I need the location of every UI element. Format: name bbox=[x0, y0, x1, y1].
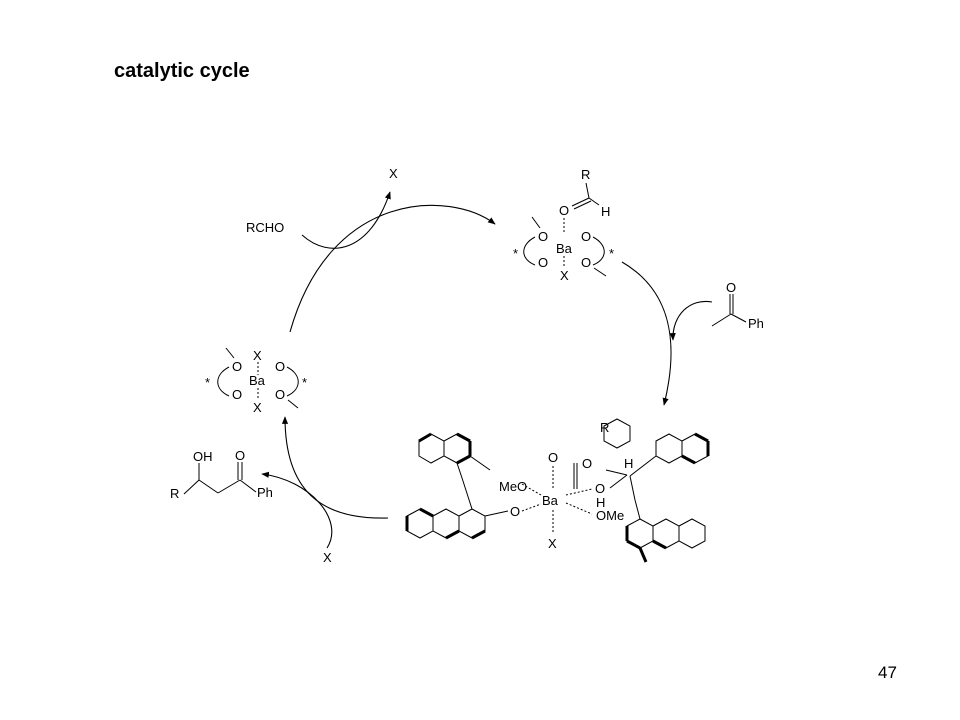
page-number: 47 bbox=[878, 663, 897, 682]
product-o: O bbox=[235, 448, 245, 463]
bottom-h-ald: H bbox=[624, 456, 633, 471]
top-o-tr: O bbox=[581, 229, 591, 244]
product-ph: Ph bbox=[257, 485, 273, 500]
slide-title: catalytic cycle bbox=[114, 60, 250, 82]
top-o-br: O bbox=[581, 255, 591, 270]
acetophenone: O Ph bbox=[711, 280, 764, 331]
naphthalene-lower-left bbox=[405, 480, 509, 540]
top-star-left: * bbox=[513, 246, 518, 261]
top-ba-complex: R H O O O Ba O O X * * bbox=[513, 167, 614, 283]
arrow-bottom-to-left bbox=[281, 416, 389, 519]
arrow-top-to-bottom bbox=[621, 261, 672, 406]
arrow-rcho-in bbox=[301, 191, 391, 249]
naphthalene-upper-right bbox=[629, 432, 710, 501]
top-h: H bbox=[601, 204, 610, 219]
acetophenone-o: O bbox=[726, 280, 736, 295]
bottom-meo: MeO bbox=[499, 479, 527, 494]
bottom-r: R bbox=[600, 420, 609, 435]
left-o-br: O bbox=[275, 387, 285, 402]
left-ba: Ba bbox=[249, 373, 266, 388]
top-o-tl: O bbox=[538, 229, 548, 244]
arrow-x-in bbox=[261, 471, 333, 549]
naphthalene-lower-right bbox=[625, 499, 706, 563]
left-x-top: X bbox=[253, 348, 262, 363]
bottom-x: X bbox=[548, 536, 557, 551]
top-star-right: * bbox=[609, 246, 614, 261]
left-ba-complex: O X O Ba O O X * * bbox=[205, 347, 307, 415]
naphthalene-upper-left bbox=[418, 432, 491, 482]
top-o-bl: O bbox=[538, 255, 548, 270]
acetophenone-ph: Ph bbox=[748, 316, 764, 331]
left-o-tr: O bbox=[275, 359, 285, 374]
top-o-carbonyl: O bbox=[559, 203, 569, 218]
left-o-tl: O bbox=[232, 359, 242, 374]
bottom-ba-complex: MeO O O Ba X O O H OMe R H bbox=[405, 418, 710, 563]
cycle-arrows bbox=[261, 191, 713, 549]
x-released-label: X bbox=[389, 166, 398, 181]
left-star-right: * bbox=[302, 375, 307, 390]
top-x-bottom: X bbox=[560, 268, 569, 283]
left-o-bl: O bbox=[232, 387, 242, 402]
top-r: R bbox=[581, 167, 590, 182]
rcho-label: RCHO bbox=[246, 220, 284, 235]
bottom-o-enol: O bbox=[582, 456, 592, 471]
bottom-o-right: O bbox=[595, 481, 605, 496]
arrow-left-to-top bbox=[289, 204, 496, 333]
bottom-ome: OMe bbox=[596, 508, 624, 523]
left-x-bottom: X bbox=[253, 400, 262, 415]
bottom-o-top: O bbox=[548, 450, 558, 465]
aldol-product: OH O R Ph bbox=[170, 448, 273, 501]
arrow-acetophenone-in bbox=[669, 300, 713, 341]
bottom-ba: Ba bbox=[542, 493, 559, 508]
bottom-h-right: H bbox=[596, 495, 605, 510]
product-oh: OH bbox=[193, 449, 213, 464]
bottom-o-left: O bbox=[510, 504, 520, 519]
left-star-left: * bbox=[205, 375, 210, 390]
top-ba: Ba bbox=[556, 241, 573, 256]
product-r: R bbox=[170, 486, 179, 501]
x-added-label: X bbox=[323, 550, 332, 565]
